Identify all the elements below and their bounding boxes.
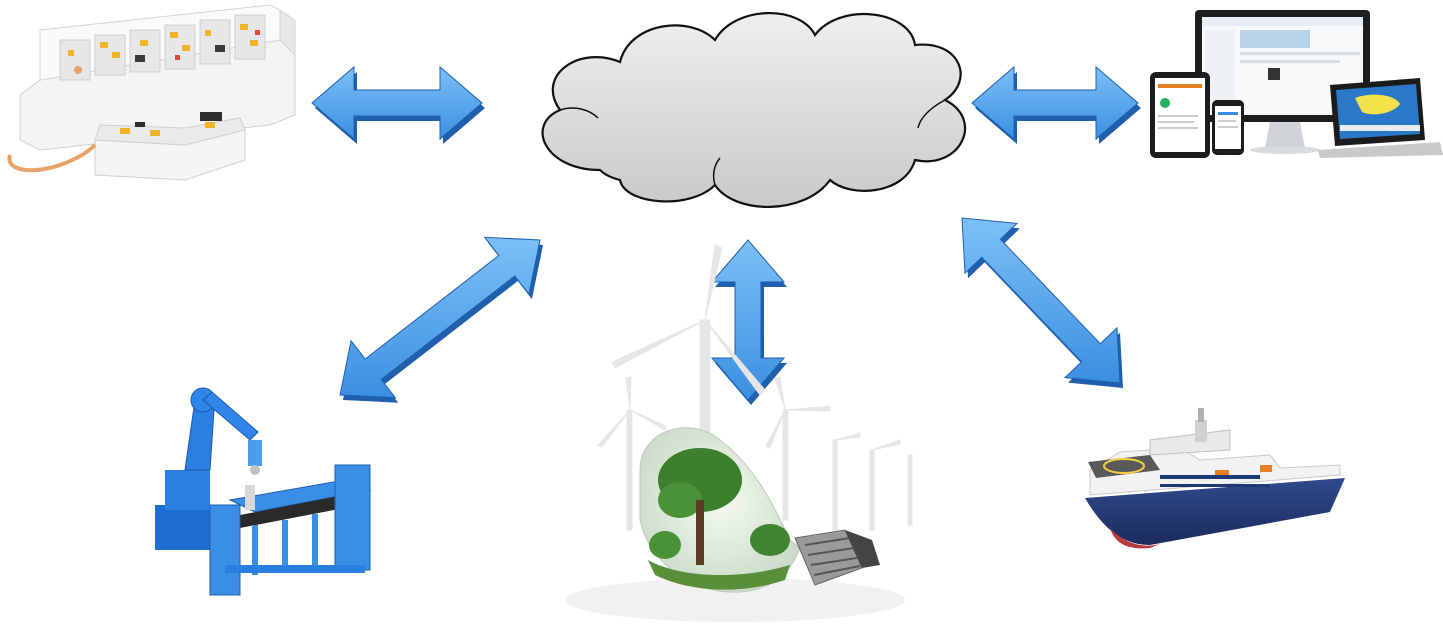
control-room-icon [7, 4, 296, 181]
wind-turbine-lightbulb-icon [565, 244, 913, 622]
arrow-control-room-cloud [311, 65, 485, 144]
industrial-robot-icon [155, 387, 372, 596]
arrow-cloud-wind-energy [710, 239, 787, 405]
devices-icon [1150, 10, 1443, 158]
arrow-cloud-robot-line [339, 236, 543, 403]
offshore-vessel-icon [1085, 408, 1345, 549]
arrow-cloud-devices [971, 65, 1141, 144]
cloud-icon [541, 12, 966, 208]
arrow-cloud-ship [961, 217, 1123, 388]
bulb-base [794, 529, 880, 586]
